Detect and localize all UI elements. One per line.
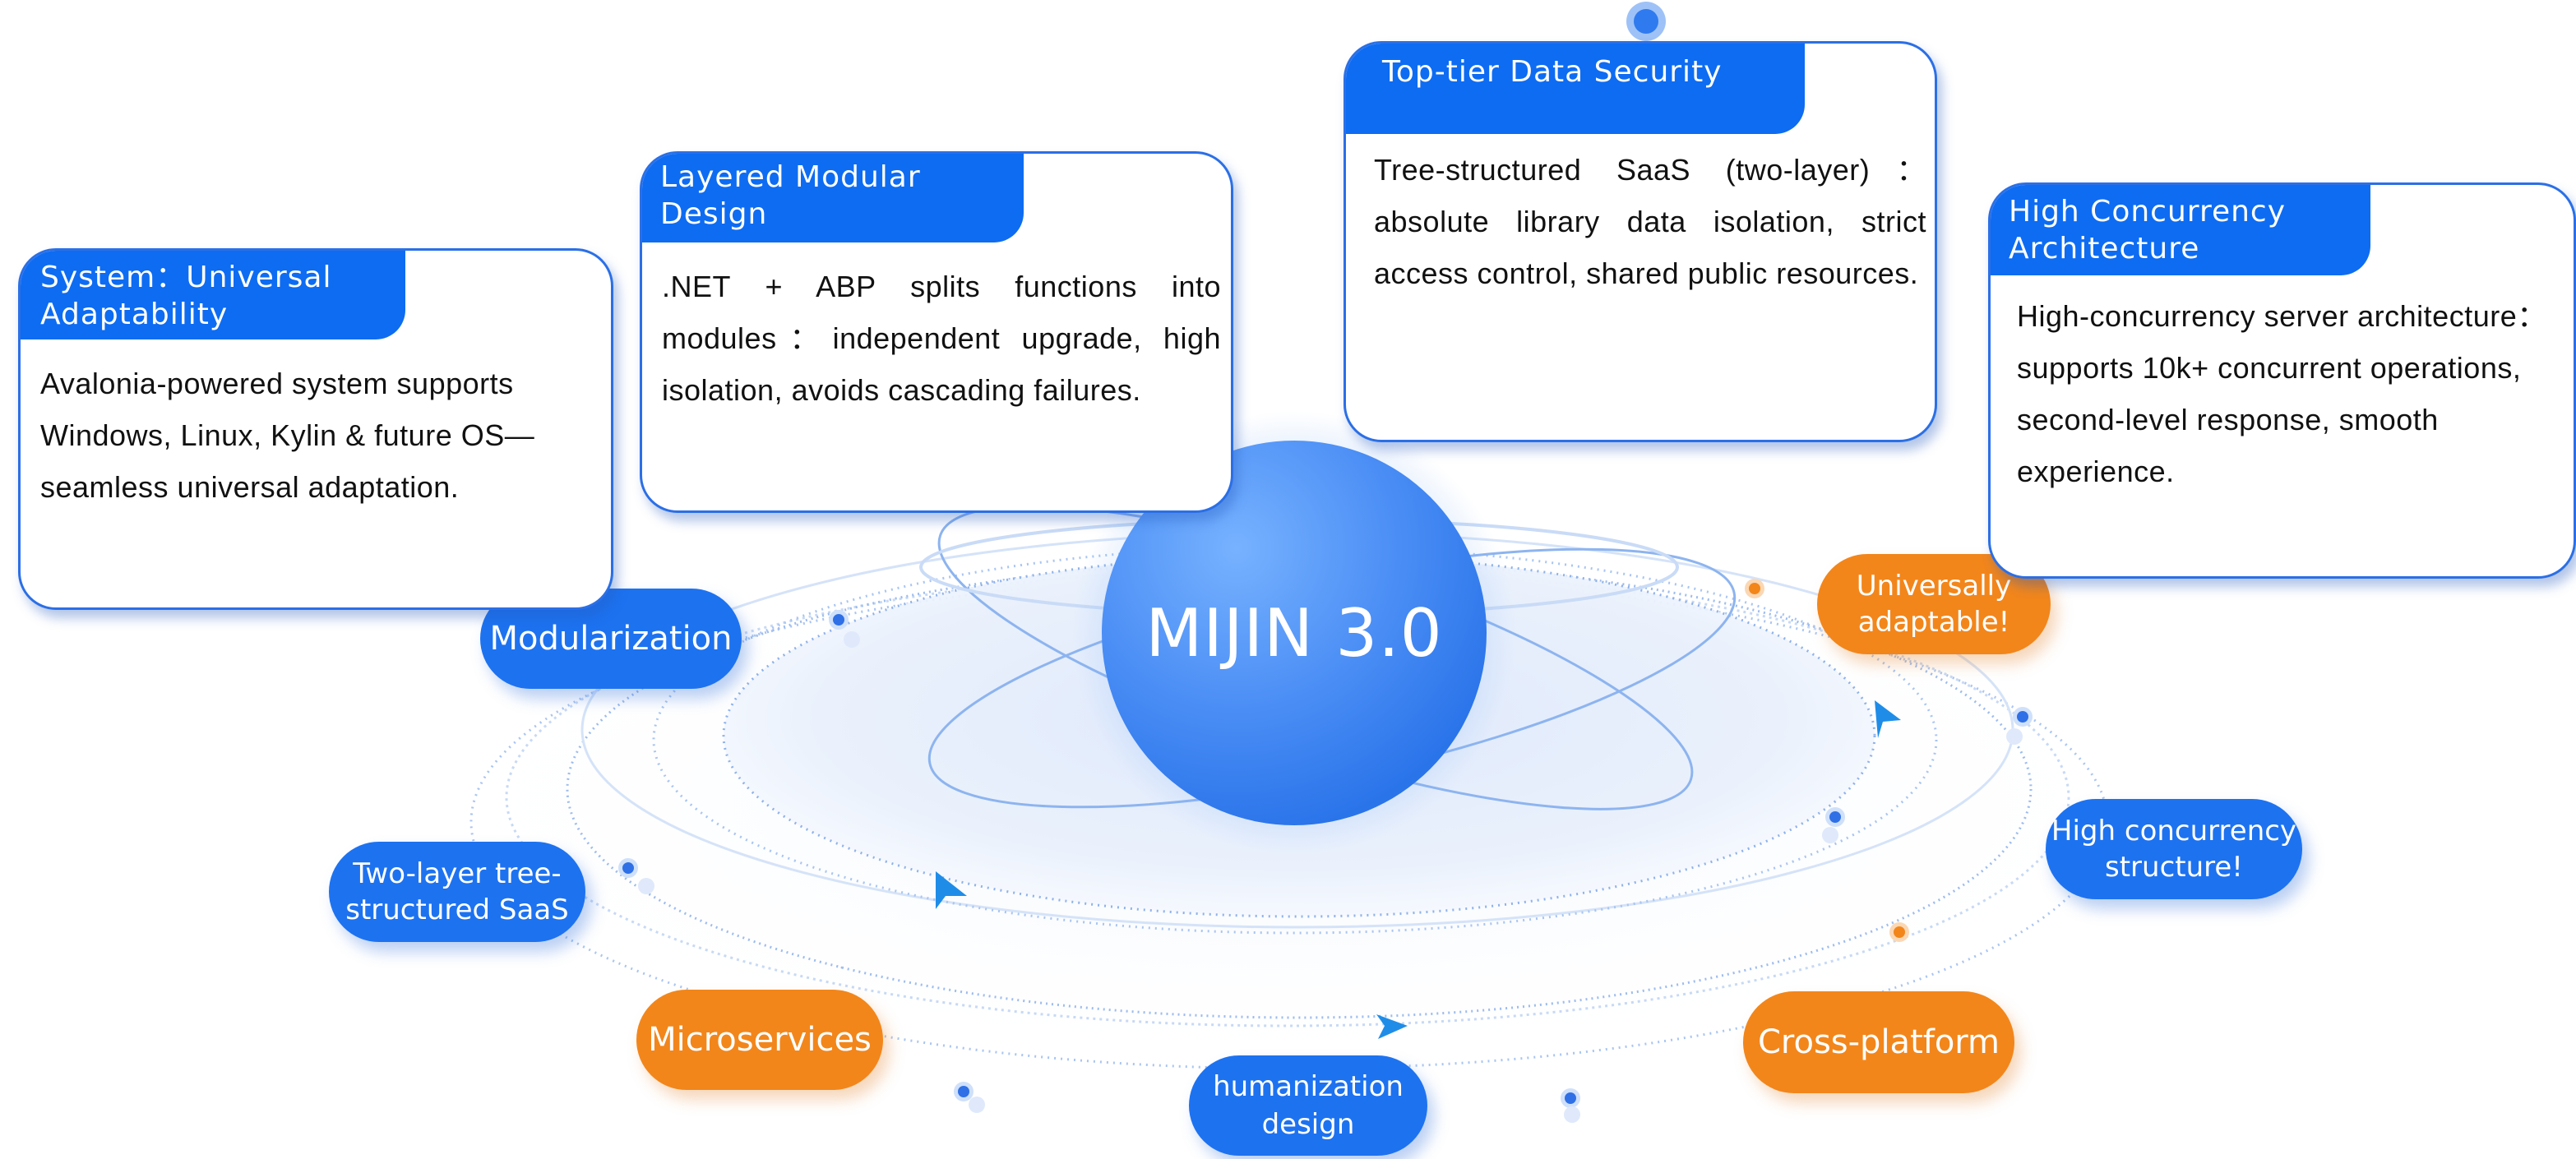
- modularization-label: Modularization: [489, 620, 733, 658]
- cross-platform-label: Cross-platform: [1757, 1023, 2000, 1061]
- top-connector-dot-core: [1634, 9, 1658, 34]
- microservices-label: Microservices: [648, 1021, 872, 1059]
- feature-card-layered-modular-design: Layered Modular Design .NET + ABP splits…: [640, 151, 1233, 513]
- feature-card-data-security: Top-tier Data Security Tree-structured S…: [1343, 41, 1937, 442]
- two-layer-saas-line-2: structured SaaS: [345, 893, 569, 926]
- humanization-design-pill: humanization design: [1189, 1055, 1427, 1156]
- humanization-line-1: humanization: [1213, 1070, 1404, 1103]
- card-description: High-concurrency server architecture：sup…: [2017, 299, 2547, 488]
- arrow-right-icon: [1875, 700, 1901, 738]
- outer-ring-3: [566, 559, 2033, 1019]
- direction-arrows: [936, 700, 1901, 1039]
- two-layer-saas-line-1: Two-layer tree-: [353, 857, 562, 890]
- inner-disc-edge: [722, 553, 1876, 918]
- high-concurrency-pill: High concurrency structure!: [2046, 799, 2302, 899]
- center-sphere: [1102, 441, 1487, 825]
- feature-card-universal-adaptability: System：Universal Adaptability Avalonia-p…: [18, 248, 613, 610]
- humanization-line-2: design: [1261, 1108, 1355, 1141]
- arrow-left-icon: [936, 871, 967, 909]
- orbit-dots-orange: [1745, 579, 1909, 942]
- card-description: .NET + ABP splits functions into modules…: [662, 270, 1221, 407]
- high-concurrency-line-1: High concurrency: [2051, 815, 2297, 847]
- card-heading: High Concurrency Architecture: [1991, 185, 2370, 275]
- card-heading: Top-tier Data Security: [1346, 44, 1805, 134]
- middle-ring-dotted: [652, 545, 1938, 935]
- card-description: Avalonia-powered system supports Windows…: [40, 367, 535, 504]
- card-heading: Layered Modular Design: [642, 154, 1024, 242]
- microservices-pill: Microservices: [636, 990, 883, 1090]
- arrow-bottom-icon: [1376, 1014, 1408, 1039]
- card-heading: System：Universal Adaptability: [21, 251, 405, 339]
- two-layer-saas-pill: Two-layer tree- structured SaaS: [329, 842, 585, 942]
- center-title: MIJIN 3.0: [1145, 594, 1443, 672]
- high-concurrency-line-2: structure!: [2105, 851, 2243, 884]
- universally-adaptable-line-1: Universally: [1856, 570, 2012, 603]
- card-description: Tree-structured SaaS (two-layer)：absolut…: [1374, 153, 1926, 290]
- feature-card-high-concurrency: High Concurrency Architecture High-concu…: [1988, 182, 2576, 579]
- universally-adaptable-line-2: adaptable!: [1857, 606, 2010, 639]
- cross-platform-pill: Cross-platform: [1743, 991, 2014, 1093]
- orbit-dots: [618, 610, 2033, 1123]
